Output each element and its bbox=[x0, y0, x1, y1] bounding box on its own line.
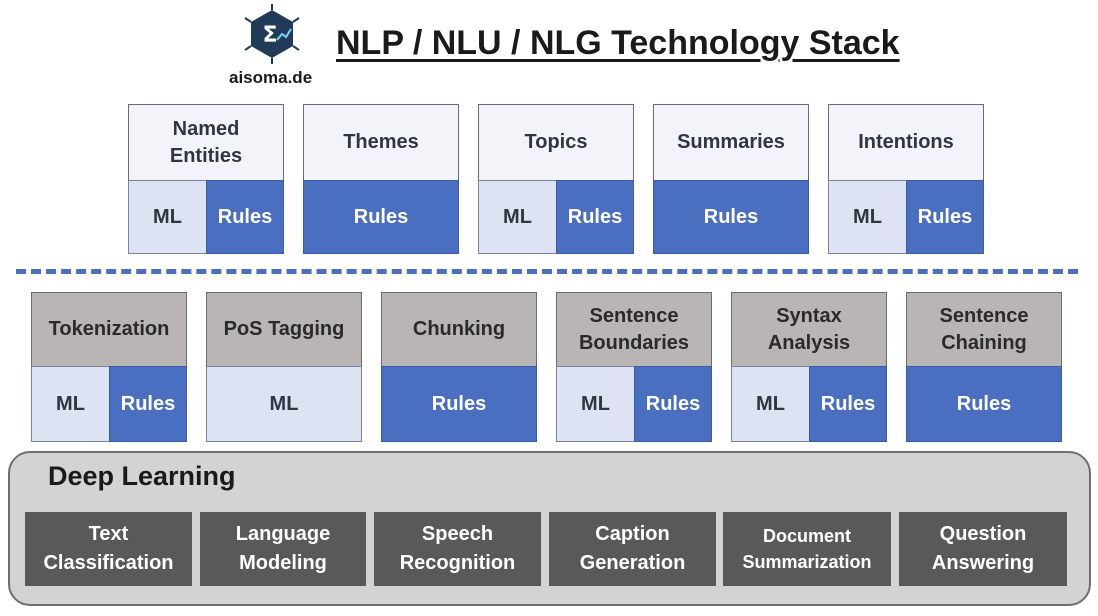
top_row-head-intentions: Intentions bbox=[828, 104, 984, 181]
top_row-head-topics: Topics bbox=[478, 104, 634, 181]
middle_row-head-pos-tagging: PoS Tagging bbox=[206, 292, 362, 367]
middle_row-head-tokenization: Tokenization bbox=[31, 292, 187, 367]
top_row-rules-summaries: Rules bbox=[653, 180, 809, 254]
top_row-head-themes: Themes bbox=[303, 104, 459, 181]
middle_row-head-chunking: Chunking bbox=[381, 292, 537, 367]
middle_row-rules-sentence-chaining: Rules bbox=[906, 366, 1062, 442]
page-title: NLP / NLU / NLG Technology Stack bbox=[336, 24, 900, 62]
dl-item-question-answering: Question Answering bbox=[899, 512, 1067, 586]
deep-learning-title: Deep Learning bbox=[48, 461, 236, 491]
middle_row-head-syntax-analysis: Syntax Analysis bbox=[731, 292, 887, 367]
top_row-ml-intentions: ML bbox=[828, 180, 907, 254]
top_row-ml-topics: ML bbox=[478, 180, 557, 254]
dl-item-caption-generation: Caption Generation bbox=[549, 512, 716, 586]
dashed-divider bbox=[16, 269, 1078, 274]
dl-item-text-classification: Text Classification bbox=[25, 512, 192, 586]
dl-item-speech-recognition: Speech Recognition bbox=[374, 512, 541, 586]
middle_row-head-sentence-chaining: Sentence Chaining bbox=[906, 292, 1062, 367]
middle_row-rules-sentence-boundaries: Rules bbox=[634, 366, 712, 442]
middle_row-ml-pos-tagging: ML bbox=[206, 366, 362, 442]
top_row-rules-named-entities: Rules bbox=[206, 180, 284, 254]
logo-text: aisoma.de bbox=[229, 68, 313, 87]
dl-item-language-modeling: Language Modeling bbox=[200, 512, 366, 586]
svg-text:Σ: Σ bbox=[262, 23, 277, 48]
middle_row-ml-syntax-analysis: ML bbox=[731, 366, 810, 442]
middle_row-rules-tokenization: Rules bbox=[109, 366, 187, 442]
top_row-head-named-entities: Named Entities bbox=[128, 104, 284, 181]
dl-item-document-summarization: Document Summarization bbox=[723, 512, 891, 586]
top_row-ml-named-entities: ML bbox=[128, 180, 207, 254]
middle_row-rules-syntax-analysis: Rules bbox=[809, 366, 887, 442]
aisoma-logo-icon: Σ bbox=[242, 4, 302, 64]
middle_row-ml-sentence-boundaries: ML bbox=[556, 366, 635, 442]
top_row-rules-themes: Rules bbox=[303, 180, 459, 254]
middle_row-rules-chunking: Rules bbox=[381, 366, 537, 442]
top_row-rules-intentions: Rules bbox=[906, 180, 984, 254]
top_row-rules-topics: Rules bbox=[556, 180, 634, 254]
middle_row-ml-tokenization: ML bbox=[31, 366, 110, 442]
top_row-head-summaries: Summaries bbox=[653, 104, 809, 181]
middle_row-head-sentence-boundaries: Sentence Boundaries bbox=[556, 292, 712, 367]
